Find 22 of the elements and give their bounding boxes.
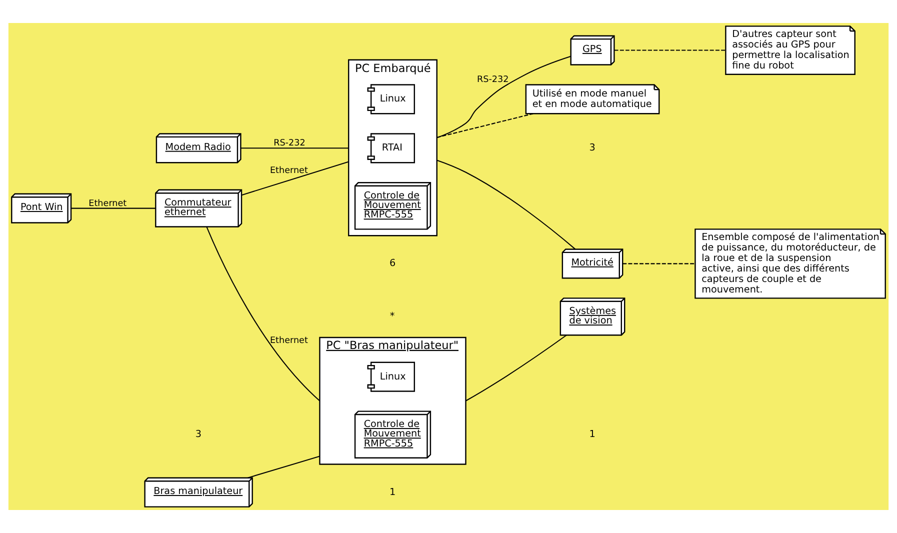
edge-label: Ethernet: [270, 166, 308, 176]
connector: [436, 160, 576, 250]
edge-label: Ethernet: [270, 336, 308, 346]
connector: [465, 334, 567, 402]
label: *: [390, 311, 395, 322]
edge-label: Ethernet: [88, 198, 127, 209]
connector: [71, 208, 156, 209]
connector: [436, 56, 571, 138]
connector: [622, 263, 696, 264]
label: 1: [390, 486, 396, 498]
label: 6: [390, 258, 396, 270]
label: 1: [589, 429, 596, 440]
connector: [436, 113, 534, 138]
connector: [206, 226, 320, 402]
connector: [241, 161, 349, 196]
edge-label: RS-232: [274, 138, 306, 149]
label: 3: [589, 142, 596, 154]
connector: [614, 50, 726, 51]
connector: [240, 148, 349, 149]
edge-label: RS-232: [476, 75, 509, 86]
label: 3: [195, 429, 202, 440]
connector: [248, 456, 320, 478]
